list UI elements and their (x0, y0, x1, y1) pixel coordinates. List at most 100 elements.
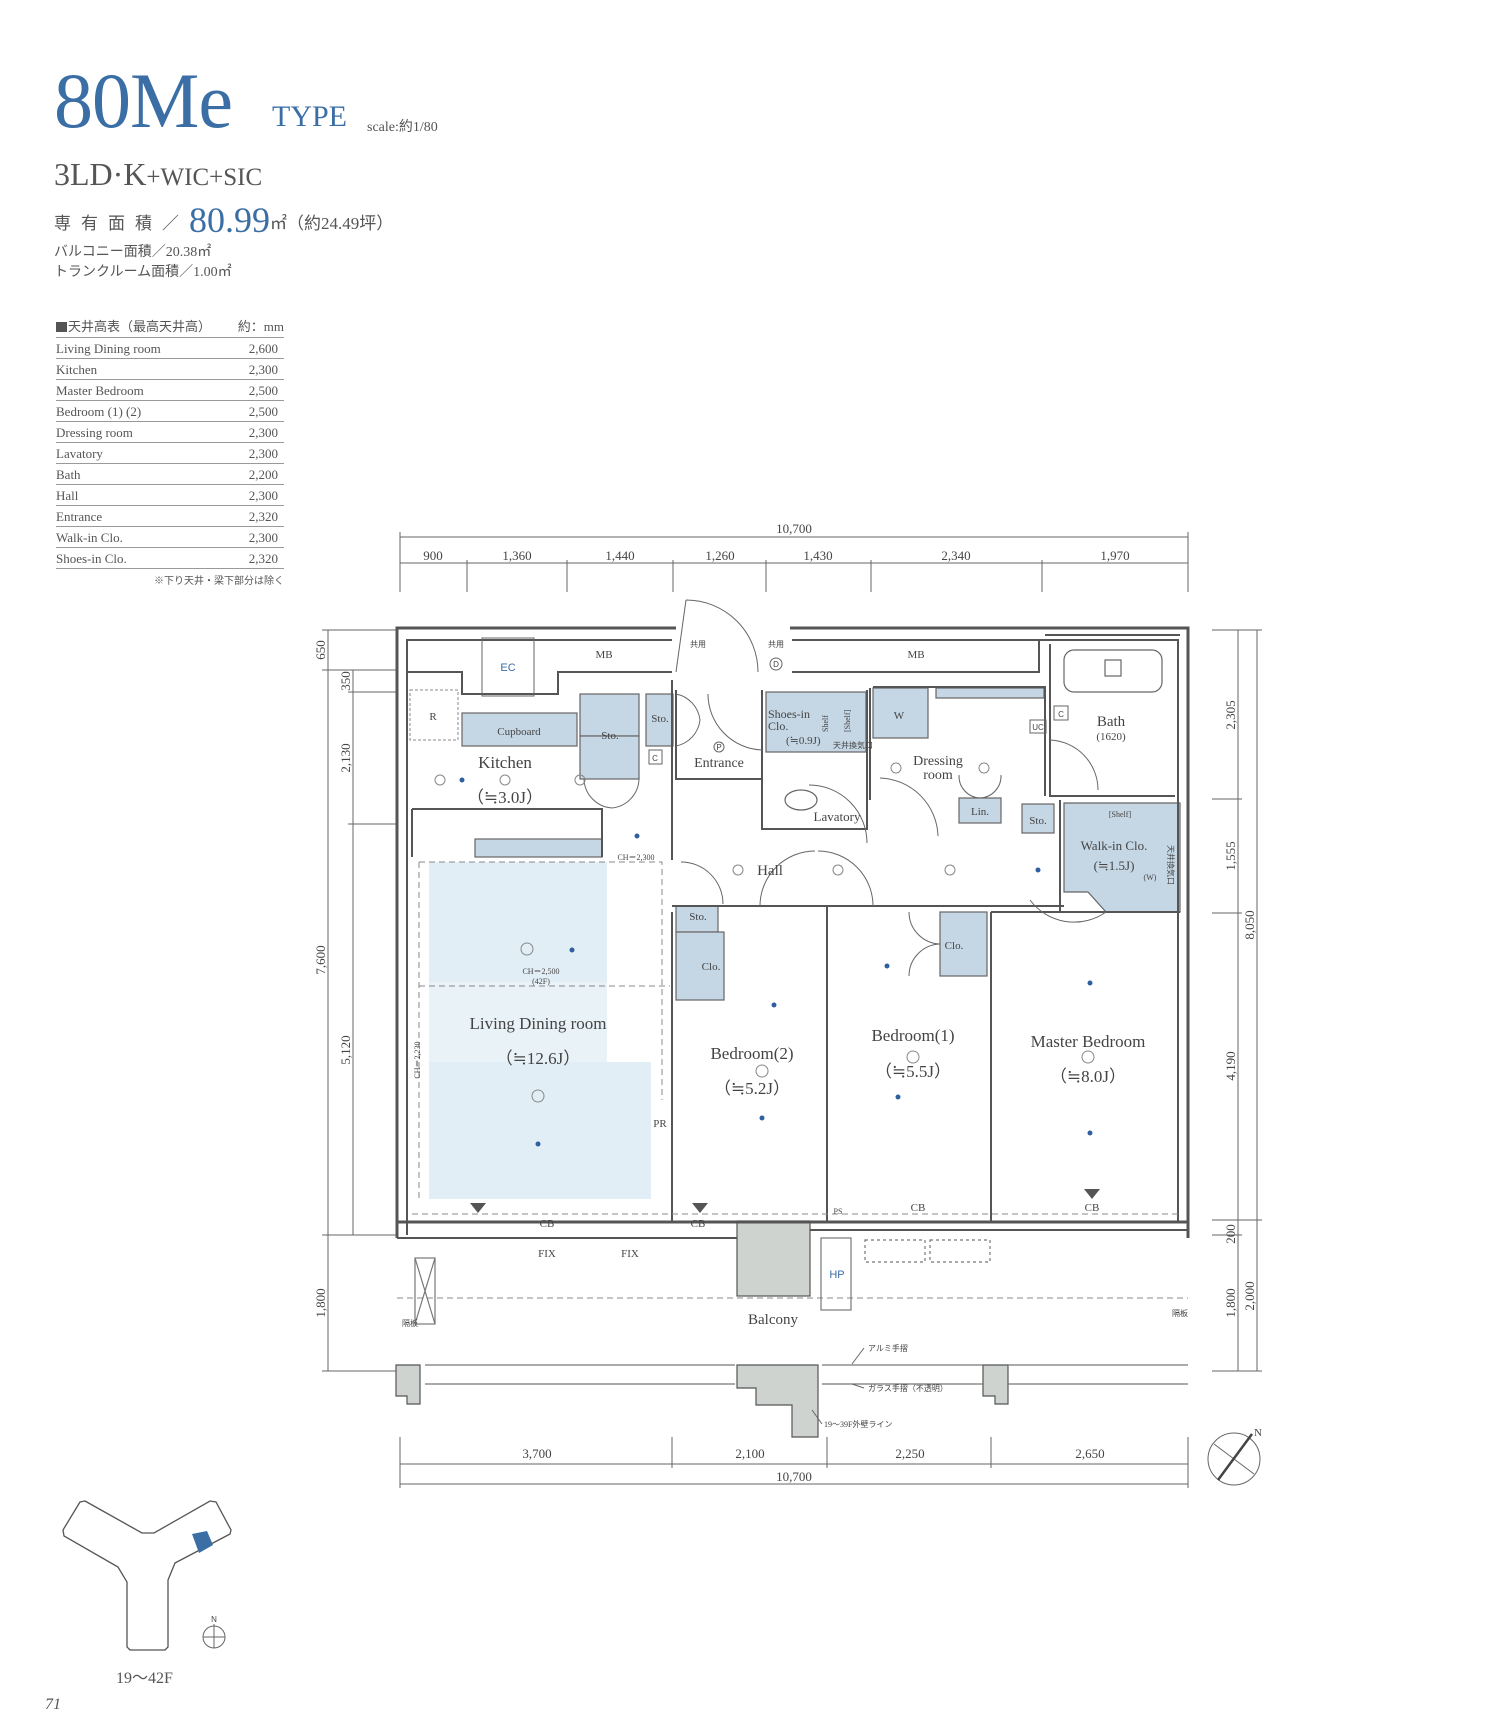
label-ch-ldk-floor: (42F) (532, 977, 550, 986)
dim-top-4: 1,260 (705, 548, 734, 563)
dim-top-total: 10,700 (776, 521, 812, 536)
label-linen: Lin. (971, 806, 989, 818)
partition-panel (414, 1257, 436, 1325)
label-pr: PR (653, 1118, 667, 1130)
dim-left-7600: 7,600 (313, 945, 328, 974)
room-name-cell: Entrance (56, 509, 103, 524)
ceiling-height-cell: 2,600 (248, 341, 278, 356)
label-storage-kitchen: Sto. (601, 730, 619, 742)
label-c-kitchen: C (652, 754, 658, 763)
table-unit: 約：mm (237, 319, 284, 334)
label-closet-bedroom2: Clo. (702, 961, 721, 973)
label-w-walkin: (W) (1144, 873, 1157, 882)
room-kitchen-name: Kitchen (478, 753, 532, 772)
bathtub (1063, 649, 1163, 693)
ceiling-height-cell: 2,300 (248, 530, 278, 545)
balcony-area: バルコニー面積／20.38㎡ (54, 245, 212, 260)
label-c-bath: C (1058, 710, 1064, 719)
dim-left-650: 650 (313, 640, 328, 660)
storage-a (579, 693, 640, 737)
exclusive-area-unit: ㎡（約24.49坪） (270, 214, 394, 233)
concrete-pier-right (982, 1364, 1009, 1405)
toilet (784, 789, 818, 811)
dim-bottom-4: 2,650 (1075, 1446, 1104, 1461)
room-master-name: Master Bedroom (1031, 1032, 1146, 1051)
label-ch-ldk: CH＝2,500 (522, 967, 559, 976)
table-note: ※下り天井・梁下部分は除く (154, 576, 284, 587)
room-bath-name: Bath (1097, 714, 1126, 730)
room-bath-size: (1620) (1096, 731, 1126, 743)
key-plan: N (62, 1500, 232, 1651)
walls (395, 626, 1190, 1239)
concrete-pier (736, 1364, 819, 1438)
label-mb-left: MB (595, 649, 612, 661)
table-title-text: 天井高表（最高天井高） (68, 319, 212, 334)
room-ldk-size: （≒12.6J） (496, 1049, 581, 1068)
room-balcony-name: Balcony (748, 1312, 798, 1328)
room-name-cell: Master Bedroom (56, 383, 144, 398)
dim-right-1800: 1,800 (1223, 1288, 1238, 1317)
table-row: Shoes-in Clo.2,320 (56, 548, 284, 569)
label-shared-2: 共用 (768, 640, 784, 649)
shoes-in-closet (765, 691, 867, 753)
dim-right-4190: 4,190 (1223, 1051, 1238, 1080)
fixture-labels: EC MB MB R Cupboard Sto. Sto. C 共用 共用 D … (402, 637, 1188, 1429)
room-bedroom2-size: （≒5.2J） (714, 1079, 790, 1098)
dashed-lines (397, 861, 1188, 1299)
room-bedroom2-name: Bedroom(2) (710, 1044, 793, 1063)
exclusive-area-value: 80.99 (189, 200, 270, 240)
dim-right-1555: 1,555 (1223, 841, 1238, 870)
label-fix-1: FIX (538, 1248, 556, 1260)
dim-bottom-3: 2,250 (895, 1446, 924, 1461)
heat-pump-unit (820, 1237, 852, 1311)
room-bedroom1-size: （≒5.5J） (875, 1062, 951, 1081)
dim-bottom-2: 2,100 (735, 1446, 764, 1461)
label-storage-bedroom2: Sto. (689, 911, 707, 923)
dim-right-200: 200 (1223, 1224, 1238, 1244)
closet-bedroom2 (675, 931, 725, 1001)
storage-b (579, 735, 640, 780)
room-name-cell: Living Dining room (56, 341, 161, 356)
refrigerator-space (409, 689, 459, 741)
room-walkin-name: Walk-in Clo. (1081, 838, 1148, 853)
label-shelf-1: Shelf (821, 715, 830, 732)
room-walkin-size: (≒1.5J) (1094, 858, 1135, 873)
exclusive-area: 専有面積／80.99㎡（約24.49坪） (54, 200, 393, 244)
ceiling-lights (434, 762, 1095, 1103)
room-kitchen-size: （≒3.0J） (467, 788, 543, 807)
dim-bottom-1: 3,700 (522, 1446, 551, 1461)
north-label: N (1254, 1427, 1262, 1439)
room-entrance-name: Entrance (694, 756, 744, 771)
label-ec: EC (500, 662, 515, 674)
room-name-cell: Kitchen (56, 362, 98, 377)
layout-title: 3LD·K+WIC+SIC (54, 158, 262, 194)
unit-location-marker (192, 1531, 213, 1553)
page-number: 71 (45, 1696, 61, 1713)
right-dimensions (1212, 629, 1262, 1372)
label-storage-entrance: Sto. (651, 713, 669, 725)
unit-type-label: TYPE (272, 100, 347, 133)
layout-suffix: +WIC+SIC (146, 164, 263, 191)
label-ps: PS (834, 1207, 843, 1216)
square-bullet-icon (56, 322, 67, 332)
label-shelf-2: [Shelf] (843, 709, 852, 732)
trunk-room-area: トランクルーム面積／1.00㎡ (54, 265, 232, 280)
label-cupboard: Cupboard (497, 726, 541, 738)
ceiling-height-cell: 2,320 (248, 509, 278, 524)
storage-fills (461, 687, 1181, 1001)
ceiling-height-cell: 2,500 (248, 404, 278, 419)
building-outline (62, 1500, 232, 1651)
room-dressing-name-1: Dressing (913, 754, 963, 769)
balcony-railing (414, 1237, 1188, 1385)
key-plan-floors: 19～42F (116, 1670, 173, 1687)
unit-type-code: 80Me (54, 57, 233, 144)
label-mb-right: MB (907, 649, 924, 661)
room-name-cell: Hall (56, 488, 79, 503)
